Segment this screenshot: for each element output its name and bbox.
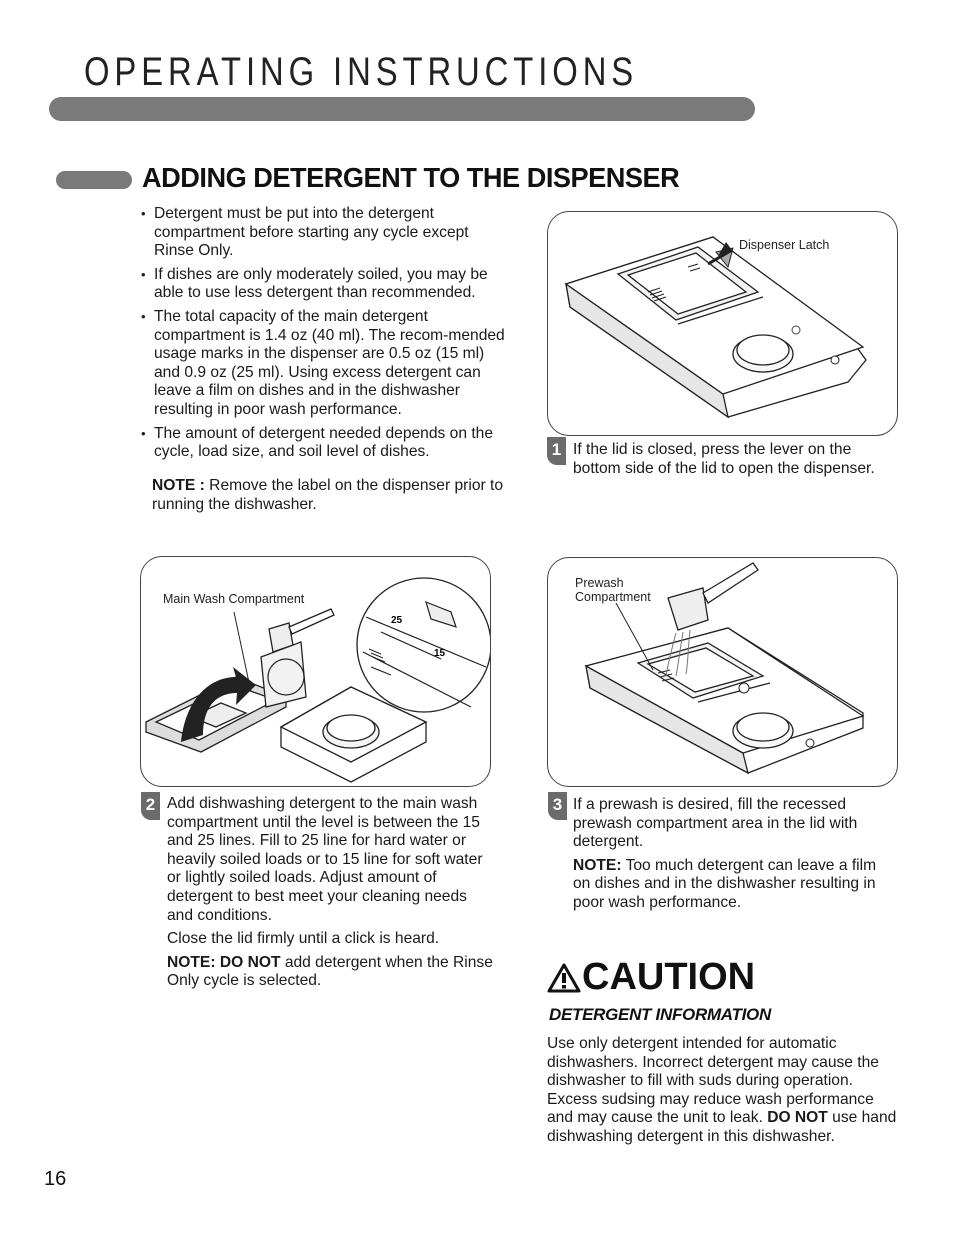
step3-text: If a prewash is desired, fill the recess… [573,796,858,851]
caution-body-text: Use only detergent intended for automati… [547,1035,879,1127]
step3-illustration-panel: Prewash Compartment [547,557,898,787]
mark-25-label: 25 [391,615,403,626]
page-number: 16 [44,1168,67,1190]
dispenser-closed-illustration [564,236,867,419]
header-bar [49,97,755,121]
dispenser-open-illustration: 25 15 [145,577,490,783]
caution-title: CAUTION [582,956,756,998]
mark-15-label: 15 [434,648,446,659]
page-header-title: OPERATING INSTRUCTIONS [84,50,639,94]
step3-text-block: If a prewash is desired, fill the recess… [573,796,893,918]
bullet-item: The total capacity of the main detergent… [139,308,505,420]
main-wash-compartment-label: Main Wash Compartment [163,592,305,606]
step2-text: Add dishwashing detergent to the main wa… [167,795,483,924]
caution-body-text-end: use hand dishwashing detergent in this d… [547,1109,897,1145]
step3-note-label: NOTE: [573,856,622,874]
step2-note-text: add detergent when the Rinse Only cycle … [167,953,493,990]
step2-illustration-panel: 25 15 Main Wash Compartment [140,556,491,787]
step1-number: 1 [547,437,566,465]
caution-body: Use only detergent intended for automati… [547,1035,897,1147]
bullet-list: Detergent must be put into the detergent… [139,205,505,467]
bullet-item: If dishes are only moderately soiled, yo… [139,266,505,303]
step2-note-label: NOTE: DO NOT [167,953,281,971]
prewash-label-line2: Compartment [575,590,651,604]
prewash-fill-illustration [584,562,865,775]
bullet-item: The amount of detergent needed depends o… [139,425,505,462]
step3-note: NOTE: Too much detergent can leave a fil… [573,857,893,913]
step1-illustration-panel: Dispenser Latch [547,211,898,436]
step3-number: 3 [548,792,567,820]
prewash-label-line1: Prewash [575,576,624,590]
section-title: ADDING DETERGENT TO THE DISPENSER [142,162,680,193]
section-pill [56,171,132,189]
step3-note-text: Too much detergent can leave a film on d… [573,856,877,911]
caution-body-bold: DO NOT [767,1109,828,1127]
bullet-item: Detergent must be put into the detergent… [139,205,505,261]
step2-text-block: Add dishwashing detergent to the main wa… [167,795,497,996]
note-label: NOTE : [152,477,205,494]
step2-note: NOTE: DO NOT add detergent when the Rins… [167,954,497,991]
warning-triangle-icon [547,963,581,993]
step2-number: 2 [141,792,160,820]
note-text: Remove the label on the dispenser prior … [152,477,504,513]
note-remove-label: NOTE : Remove the label on the dispenser… [152,477,512,514]
step2-close-lid-text: Close the lid firmly until a click is he… [167,930,440,948]
dispenser-latch-label: Dispenser Latch [739,238,830,252]
step1-text: If the lid is closed, press the lever on… [573,441,875,477]
caution-subtitle: DETERGENT INFORMATION [549,1005,771,1024]
prewash-compartment-label: Prewash Compartment [575,576,651,604]
